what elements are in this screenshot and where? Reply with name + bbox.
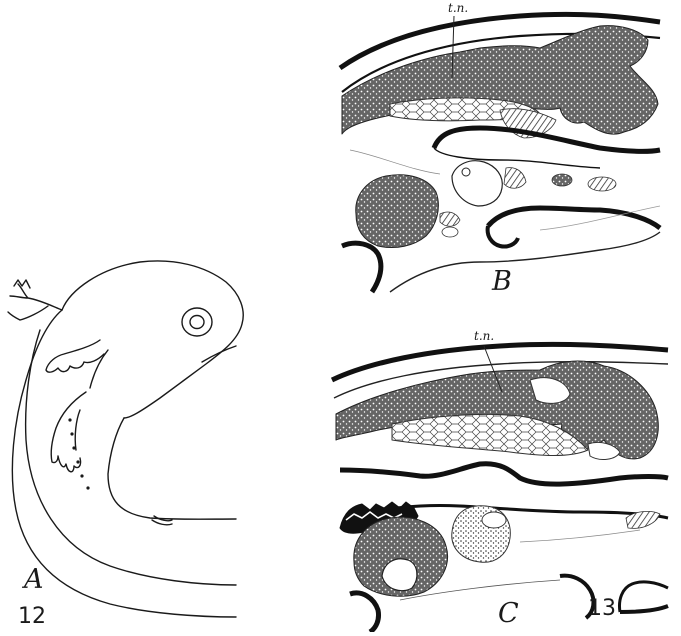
figure-12-number: 12 (18, 606, 46, 628)
figure-c-label: C (498, 600, 519, 627)
figure-b-section-drawing (340, 14, 660, 292)
figure-c-section-drawing (332, 344, 668, 632)
figure-b-annotation-tn: t.n. (448, 2, 468, 14)
figure-b-label: B (492, 268, 512, 295)
figure-c-annotation-tn: t.n. (474, 330, 494, 342)
figure-13-number: 13 (588, 598, 616, 620)
figure-a-label: A (24, 566, 44, 593)
